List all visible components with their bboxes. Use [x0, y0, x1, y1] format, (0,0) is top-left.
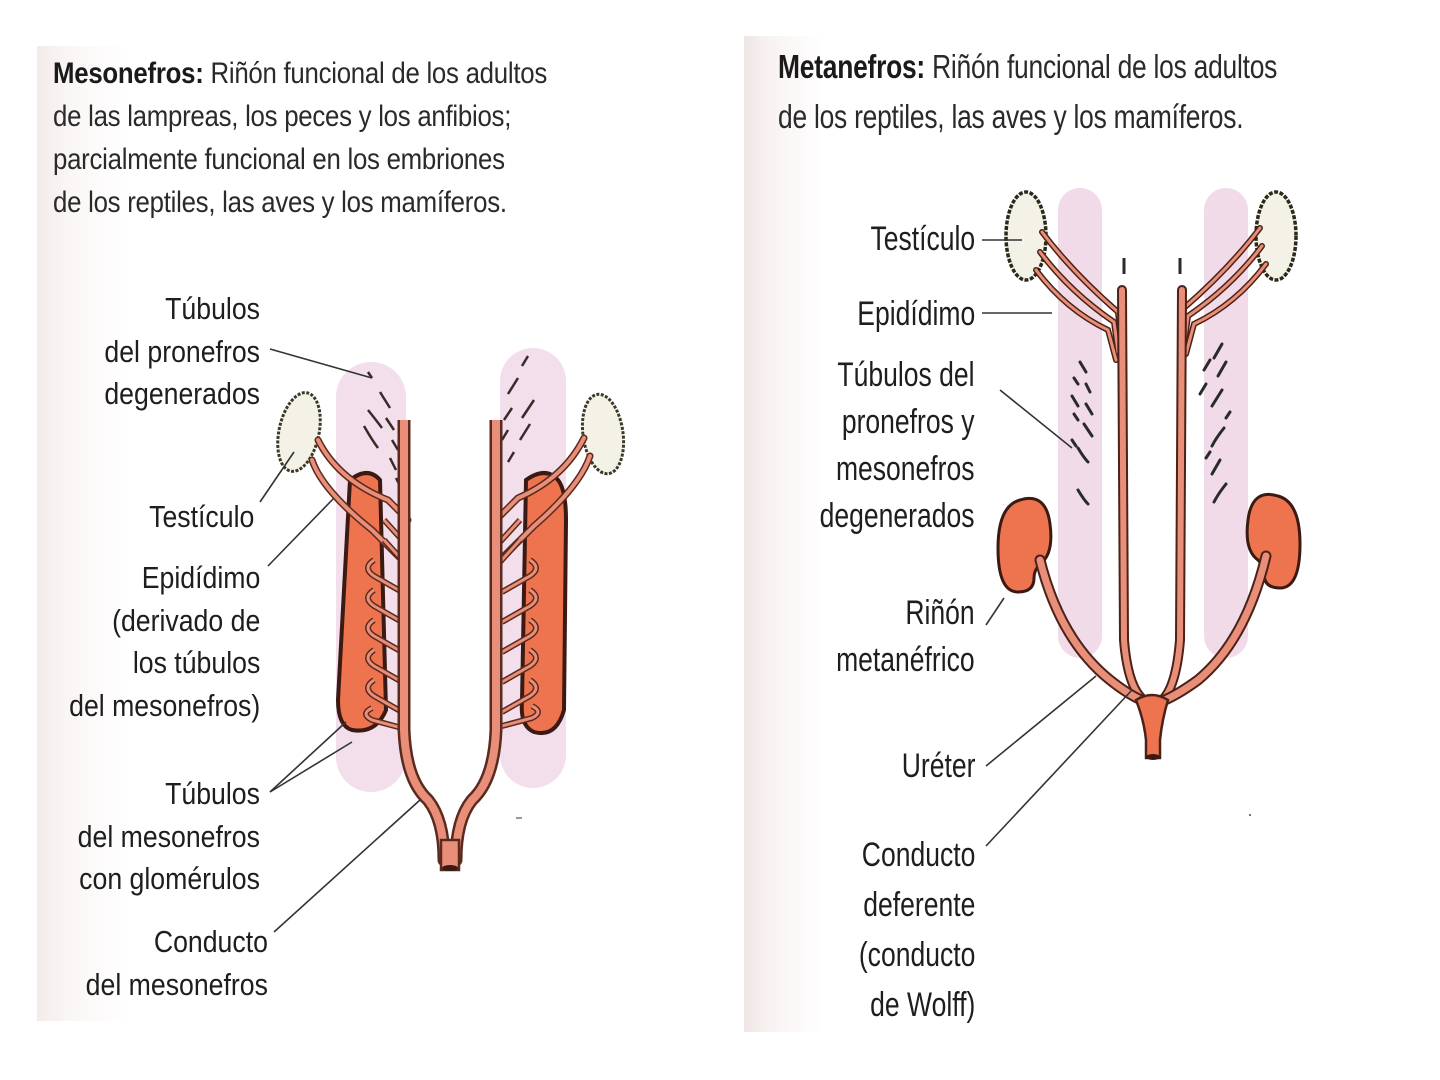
- label-epididymis-right: Epidídimo: [857, 295, 975, 333]
- mesonephros-caption-line-1: Mesonefros: Riñón funcional de los adult…: [53, 57, 547, 90]
- leader-lines-left: [259, 348, 421, 933]
- metanephric-kidney-left: [996, 497, 1053, 594]
- testis-right: [1254, 190, 1298, 282]
- metanephros-caption: Metanefros: Riñón funcional de los adult…: [778, 42, 1277, 142]
- mesonephros-caption-line-4: de los reptiles, las aves y los mamífero…: [53, 186, 507, 219]
- metanephros-caption-line-1: Metanefros: Riñón funcional de los adult…: [778, 48, 1278, 85]
- metanephros-caption-line-2: de los reptiles, las aves y los mamífero…: [778, 98, 1244, 135]
- metanephros-drawing: [982, 188, 1302, 847]
- mesonephros-caption: Mesonefros: Riñón funcional de los adult…: [53, 52, 547, 224]
- urethra: [1134, 693, 1170, 760]
- testis-left: [276, 391, 322, 473]
- label-vas-deferens: Conducto deferente (conducto de Wolff): [858, 836, 975, 1024]
- label-testis-right: Testículo: [870, 220, 975, 258]
- testis-left: [1004, 190, 1048, 282]
- vas-deferens: [1117, 285, 1187, 707]
- metanephric-kidney-right: [1245, 493, 1302, 590]
- label-epididymis-left: Epidídimo (derivado de los túbulos del m…: [68, 560, 260, 723]
- mesonephros-title: Mesonefros:: [53, 57, 204, 90]
- label-degenerated-tubules: Túbulos del pronefros y mesonefros degen…: [820, 356, 975, 535]
- mesonephros-caption-line-2: de las lampreas, los peces y los anfibio…: [53, 100, 512, 133]
- label-mesonephric-duct: Conducto del mesonefros: [85, 924, 268, 1002]
- mesonephros-drawing: [259, 348, 626, 933]
- metanephros-title: Metanefros:: [778, 48, 925, 85]
- label-metanephric-kidney: Riñón metanéfrico: [836, 594, 975, 679]
- label-testis-left: Testículo: [148, 499, 254, 534]
- label-ureter: Uréter: [901, 747, 975, 785]
- label-pronephros-tubules: Túbulos del pronefros degenerados: [104, 291, 260, 411]
- label-mesonephric-tubules: Túbulos del mesonefros con glomérulos: [77, 776, 260, 896]
- degenerated-tubules-right: [1198, 342, 1232, 504]
- degenerated-tubules-left: [1070, 360, 1094, 506]
- leader-lines-right: [982, 239, 1133, 847]
- mesonephros-caption-line-3: parcialmente funcional en los embriones: [53, 143, 505, 176]
- degenerated-tubules-right: [500, 355, 536, 463]
- pink-band-right: [1204, 188, 1248, 658]
